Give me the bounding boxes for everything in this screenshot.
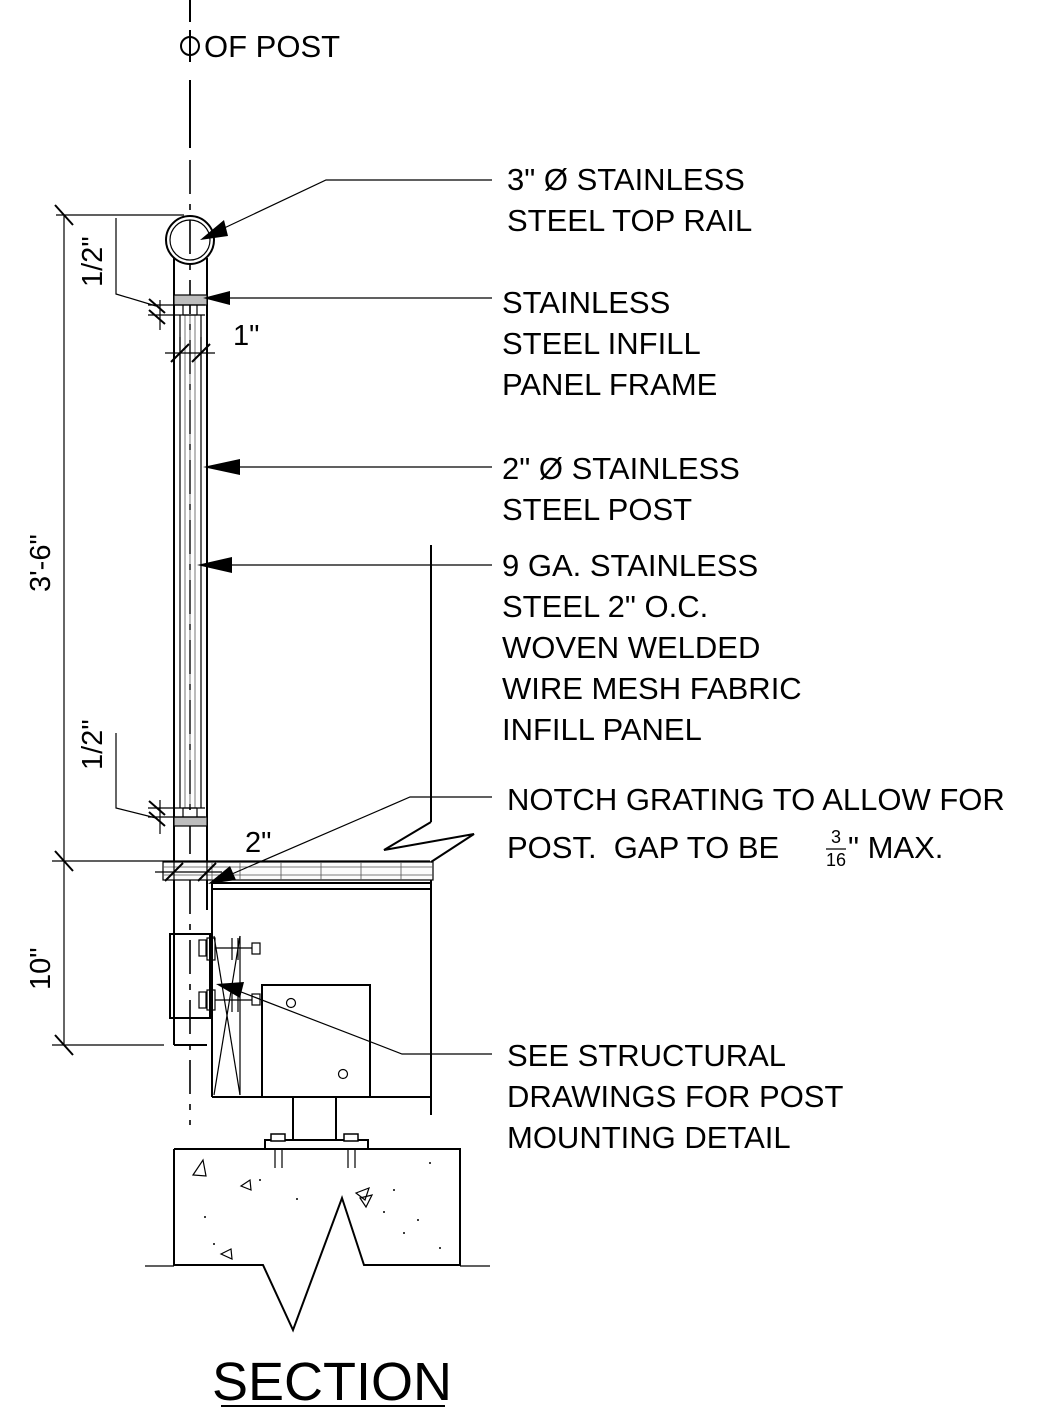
- svg-text:3" Ø STAINLESS: 3" Ø STAINLESS: [507, 162, 745, 197]
- svg-text:STEEL 2" O.C.: STEEL 2" O.C.: [502, 589, 708, 624]
- dimension-lines: [52, 204, 430, 1056]
- svg-text:STAINLESS: STAINLESS: [502, 285, 670, 320]
- fraction-numerator: 3: [831, 827, 841, 847]
- svg-text:WOVEN WELDED: WOVEN WELDED: [502, 630, 760, 665]
- support-beam: [211, 882, 431, 1098]
- grating: [162, 861, 434, 881]
- svg-text:MOUNTING DETAIL: MOUNTING DETAIL: [507, 1120, 791, 1155]
- dim-top-gap: 1/2": [77, 236, 109, 287]
- top-rail: [165, 215, 215, 265]
- dim-frame-width: 1": [233, 320, 259, 352]
- note-top-rail: 3" Ø STAINLESS STEEL TOP RAIL: [507, 162, 752, 238]
- wall-edge: [383, 545, 475, 1115]
- svg-text:DRAWINGS FOR POST: DRAWINGS FOR POST: [507, 1079, 843, 1114]
- svg-text:SEE STRUCTURAL: SEE STRUCTURAL: [507, 1038, 786, 1073]
- dim-overall-height: 3'-6": [25, 534, 57, 592]
- svg-text:INFILL PANEL: INFILL PANEL: [502, 712, 702, 747]
- note-grating: NOTCH GRATING TO ALLOW FOR POST. GAP TO …: [507, 782, 1005, 870]
- dim-post-gap: 2": [245, 827, 271, 859]
- centerline-symbol: [180, 30, 200, 62]
- steel-column: [261, 984, 371, 1140]
- dim-mount-depth: 10": [25, 947, 57, 990]
- svg-text:9 GA. STAINLESS: 9 GA. STAINLESS: [502, 548, 758, 583]
- note-post: 2" Ø STAINLESS STEEL POST: [502, 451, 740, 527]
- base-plate: [264, 1133, 369, 1168]
- svg-text:" MAX.: " MAX.: [848, 830, 943, 865]
- concrete-footing: [145, 1148, 490, 1333]
- svg-text:PANEL FRAME: PANEL FRAME: [502, 367, 717, 402]
- svg-text:WIRE MESH FABRIC: WIRE MESH FABRIC: [502, 671, 802, 706]
- stainless-post: [173, 258, 208, 1046]
- svg-text:STEEL POST: STEEL POST: [502, 492, 692, 527]
- svg-text:NOTCH GRATING TO ALLOW FOR: NOTCH GRATING TO ALLOW FOR: [507, 782, 1005, 817]
- note-mesh: 9 GA. STAINLESS STEEL 2" O.C. WOVEN WELD…: [502, 548, 802, 747]
- svg-text:2" Ø STAINLESS: 2" Ø STAINLESS: [502, 451, 740, 486]
- fraction-denominator: 16: [826, 850, 846, 870]
- svg-text:STEEL INFILL: STEEL INFILL: [502, 326, 701, 361]
- leader-lines: [197, 179, 492, 1055]
- section-title: SECTION: [212, 1352, 452, 1410]
- post-mounting-plate: [169, 933, 261, 1019]
- note-structural: SEE STRUCTURAL DRAWINGS FOR POST MOUNTIN…: [507, 1038, 843, 1155]
- wire-mesh-infill: [179, 315, 202, 808]
- svg-text:POST. GAP TO BE: POST. GAP TO BE: [507, 830, 788, 865]
- dim-bottom-gap: 1/2": [77, 719, 109, 770]
- note-infill-frame: STAINLESS STEEL INFILL PANEL FRAME: [502, 285, 717, 402]
- centerline-label: OF POST: [204, 29, 340, 64]
- svg-text:STEEL TOP RAIL: STEEL TOP RAIL: [507, 203, 752, 238]
